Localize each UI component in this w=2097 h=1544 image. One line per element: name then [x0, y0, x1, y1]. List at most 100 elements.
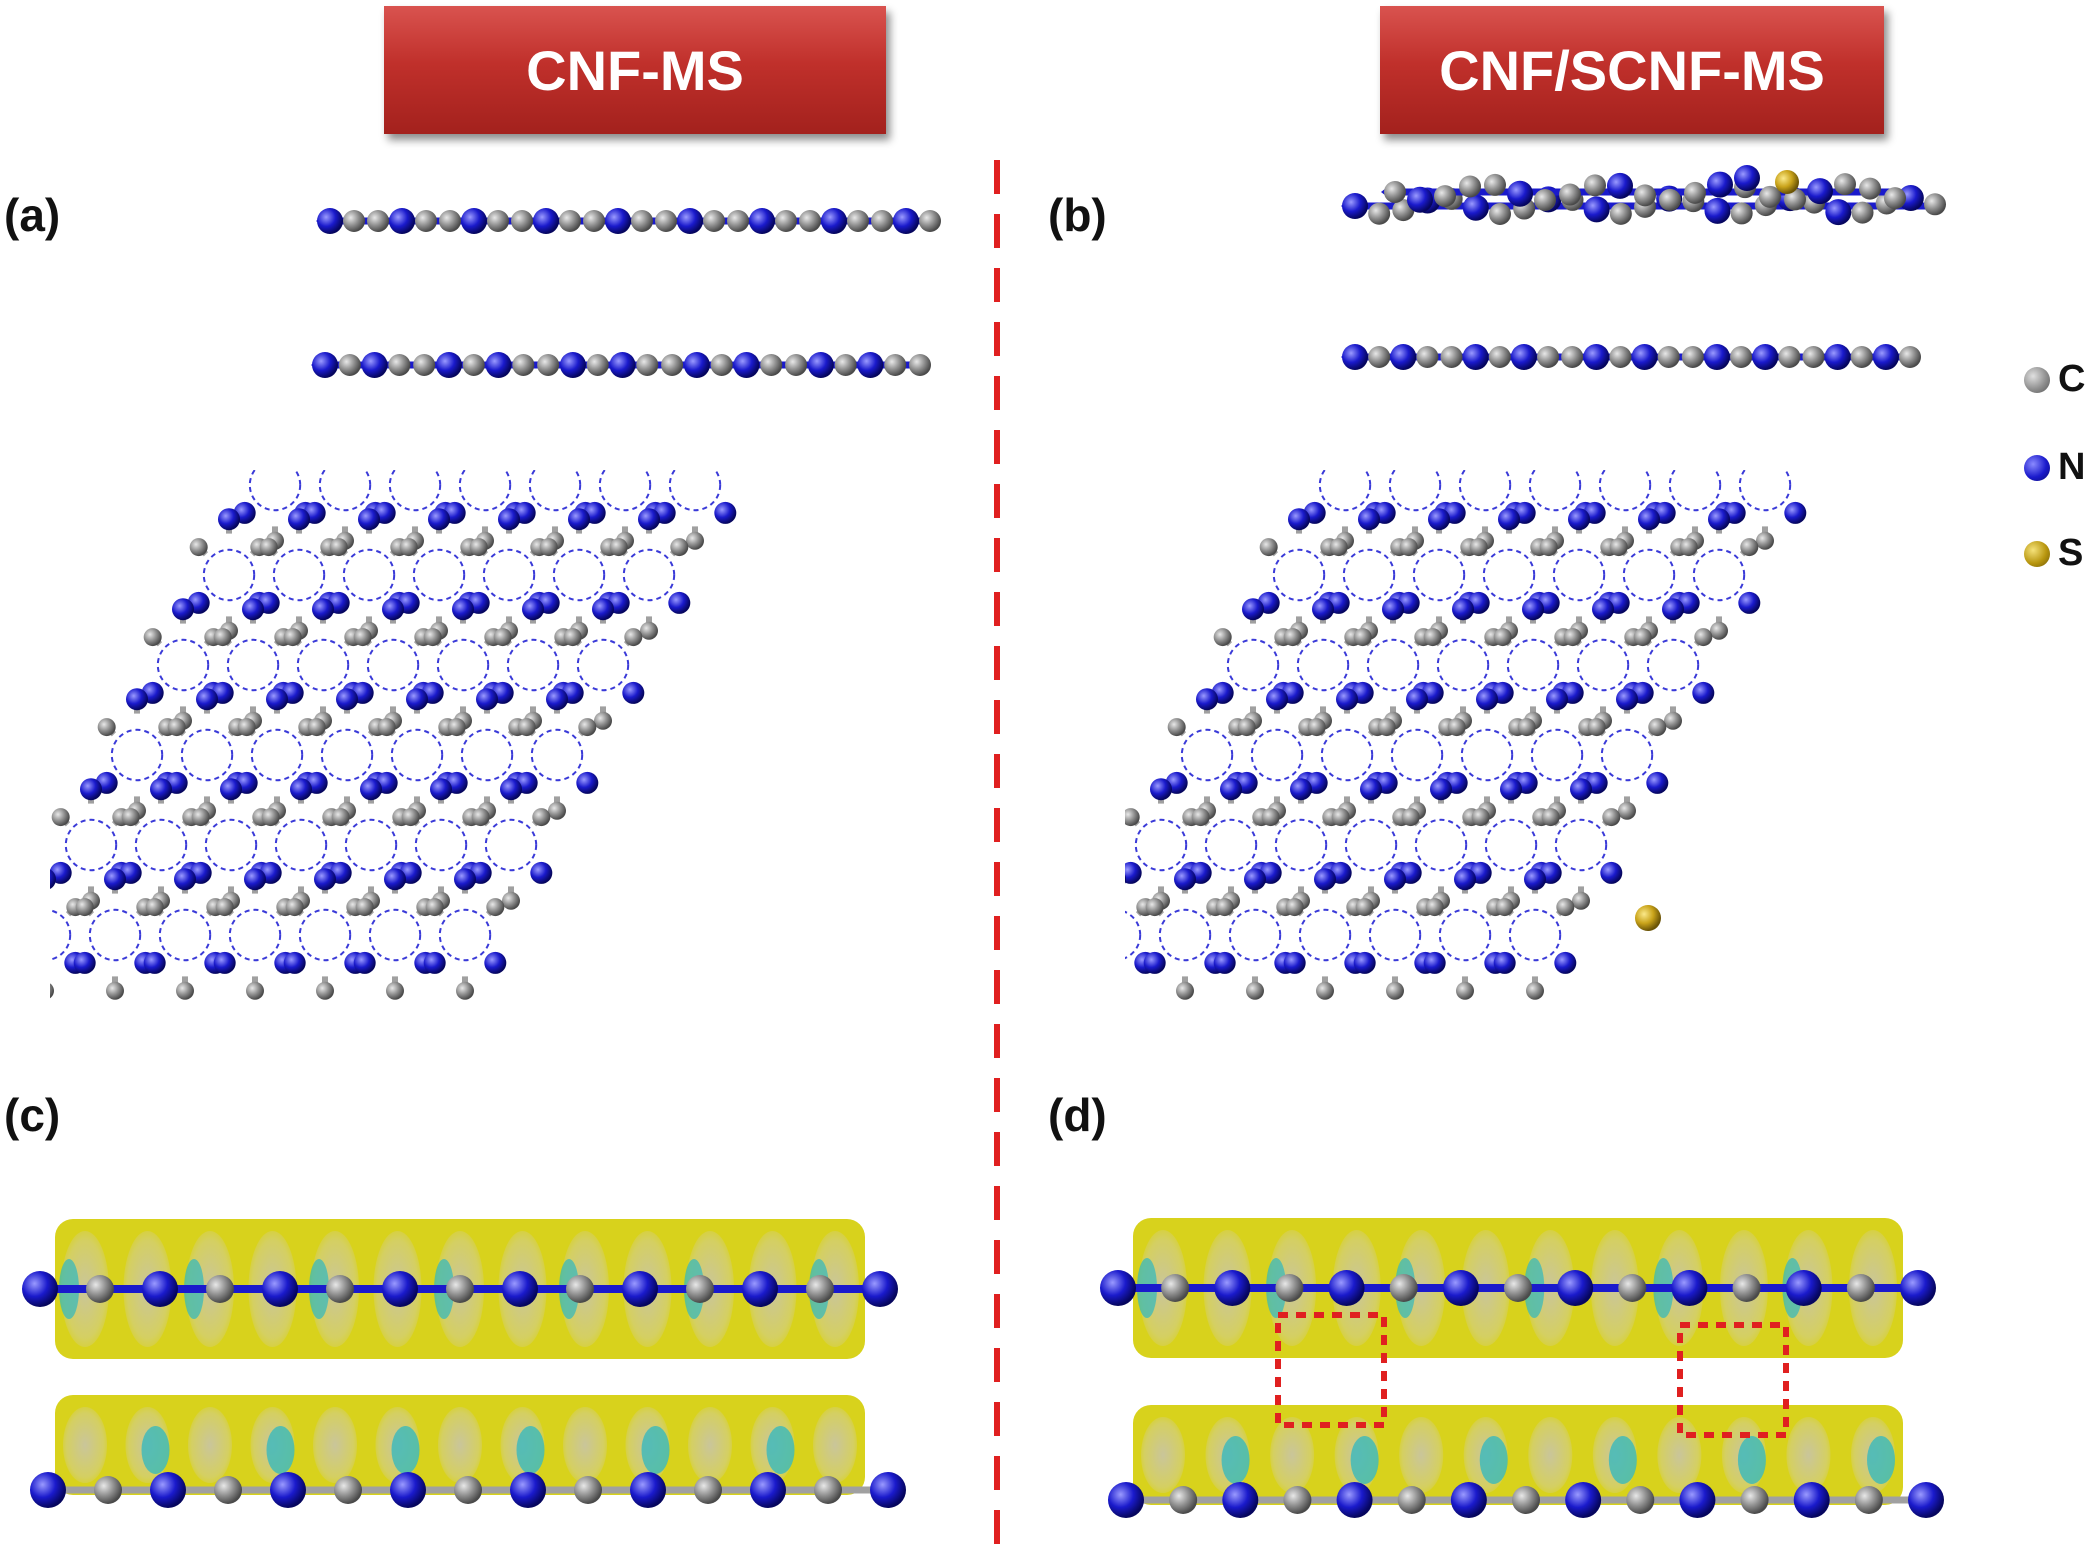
ring-outline: [50, 909, 72, 961]
carbon-atom: [1259, 538, 1278, 557]
carbon-atom: [1679, 538, 1698, 557]
carbon-atom: [1556, 898, 1575, 917]
nitrogen-atom: [622, 1271, 658, 1307]
carbon-atom: [799, 210, 821, 232]
ring-outline: [202, 548, 256, 602]
nitrogen-atom: [750, 1472, 786, 1508]
nitrogen-atom: [361, 352, 388, 378]
carbon-atom: [1434, 185, 1456, 208]
legend-label-carbon: C: [2058, 358, 2086, 400]
nitrogen-atom: [484, 951, 507, 974]
nitrogen-atom: [1646, 771, 1669, 794]
nitrogen-atom: [283, 951, 306, 974]
carbon-atom: [1740, 1486, 1769, 1514]
carbon-atom: [1851, 201, 1874, 224]
nitrogen-atom: [576, 771, 599, 794]
carbon-atom: [1559, 183, 1581, 206]
nitrogen-atom: [288, 508, 310, 531]
panel-label-d: (d): [1048, 1089, 1107, 1141]
cyan-lobe: [1867, 1436, 1895, 1484]
carbon-atom: [486, 898, 505, 917]
carbon-atom: [578, 718, 597, 737]
ring-outline: [412, 548, 466, 602]
carbon-atom: [51, 808, 70, 827]
legend-label-sulfur: S: [2058, 532, 2084, 574]
carbon-atom: [213, 628, 232, 647]
nitrogen-atom: [213, 951, 236, 974]
carbon-atom: [1537, 346, 1560, 368]
carbon-atom: [1167, 718, 1186, 737]
carbon-atom: [1626, 1486, 1655, 1514]
nitrogen-atom: [262, 1271, 298, 1307]
carbon-atom: [456, 981, 474, 1000]
nitrogen-atom: [172, 598, 194, 621]
ring-outline: [228, 908, 282, 962]
carbon-atom-icon: [2024, 366, 2050, 393]
ring-outline: [1158, 908, 1212, 962]
nitrogen-atom: [1358, 508, 1380, 531]
ring-outline: [1438, 908, 1492, 962]
nitrogen-atom: [510, 1472, 546, 1508]
cyan-lobe: [1350, 1436, 1379, 1484]
nitrogen-atom: [1807, 178, 1833, 205]
nitrogen-atom: [502, 1271, 538, 1307]
carbon-atom: [1484, 173, 1506, 196]
carbon-atom: [1657, 346, 1680, 368]
carbon-atom: [1759, 185, 1781, 208]
carbon-atom: [1609, 538, 1628, 557]
nitrogen-atom: [1607, 172, 1633, 199]
ring-outline: [1388, 470, 1442, 512]
nitrogen-atom: [1554, 951, 1577, 974]
carbon-atom: [1659, 188, 1681, 211]
nitrogen-atom: [533, 208, 559, 234]
nitrogen-atom: [1454, 868, 1476, 891]
nitrogen-atom: [423, 951, 446, 974]
lobe: [1786, 1417, 1831, 1493]
carbon-atom: [1386, 981, 1404, 1000]
carbon-atom: [1504, 1274, 1532, 1302]
carbon-atom: [919, 210, 941, 232]
carbon-atom: [1681, 346, 1704, 368]
carbon-atom: [1213, 628, 1232, 647]
dashed-divider: [994, 160, 1000, 1544]
nitrogen-atom: [1462, 194, 1489, 221]
nitrogen-atom: [522, 598, 544, 621]
ring-outline: [64, 818, 118, 872]
nitrogen-atom: [1522, 598, 1544, 621]
legend-item-nitrogen: N: [2024, 446, 2085, 489]
nitrogen-atom: [630, 1472, 666, 1508]
nitrogen-atom: [638, 508, 660, 531]
carbon-atom: [246, 981, 264, 1000]
carbon-atom: [1924, 193, 1946, 216]
carbon-atom: [106, 981, 124, 1000]
ring-outline: [110, 728, 164, 782]
ring-outline: [1554, 818, 1608, 872]
ring-outline: [344, 818, 398, 872]
carbon-atom: [686, 1275, 714, 1303]
nitrogen-atom: [382, 598, 404, 621]
nitrogen-atom: [290, 778, 312, 801]
nitrogen-atom: [1784, 501, 1807, 524]
ring-outline: [1598, 470, 1652, 512]
carbon-atom: [1353, 628, 1372, 647]
nitrogen-atom: [220, 778, 242, 801]
carbon-atom: [1539, 538, 1558, 557]
carbon-atom: [1246, 981, 1264, 1000]
carbon-atom: [539, 538, 558, 557]
carbon-atom: [1730, 346, 1753, 368]
nitrogen-atom: [1222, 1482, 1259, 1518]
carbon-atom: [191, 808, 210, 827]
nitrogen-atom: [384, 868, 406, 891]
carbon-atom: [97, 718, 116, 737]
legend-item-sulfur: S: [2024, 532, 2083, 575]
carbon-atom: [326, 1275, 354, 1303]
nitrogen-atom: [1108, 1482, 1144, 1518]
carbon-atom: [1899, 346, 1921, 368]
carbon-atom: [1423, 628, 1442, 647]
nitrogen-atom: [80, 778, 102, 801]
carbon-atom: [259, 538, 278, 557]
carbon-atom: [454, 1476, 482, 1504]
lobe: [1270, 1417, 1315, 1493]
carbon-atom: [1283, 628, 1302, 647]
carbon-atom: [94, 1476, 122, 1504]
